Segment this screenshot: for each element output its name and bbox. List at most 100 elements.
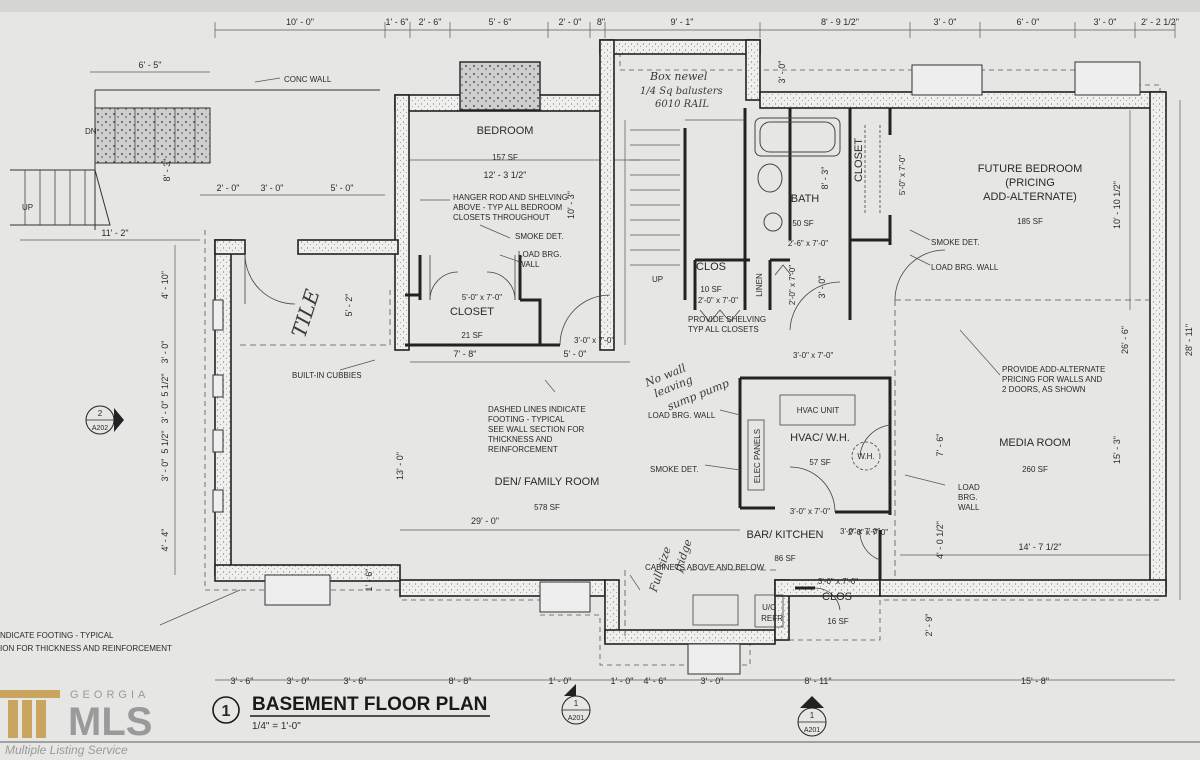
dim-stair-1: 11' - 2" — [101, 228, 128, 238]
note-load-4a: LOAD — [958, 483, 980, 492]
refrigerator — [754, 594, 784, 628]
note-door-bar: 3'-0" x 7'-0" — [840, 527, 880, 536]
note-load-3: LOAD BRG. WALL — [648, 411, 716, 420]
den-area: 578 SF — [534, 503, 560, 512]
dim-bottom-2: 3' - 6" — [344, 676, 367, 686]
bedroom-width: 12' - 3 1/2" — [484, 170, 527, 180]
dim-bottom-3: 8' - 8" — [449, 676, 472, 686]
hvac-equipment — [692, 394, 881, 628]
dim-top-9: 6' - 0" — [1017, 17, 1040, 27]
closet-area: 21 SF — [461, 331, 482, 340]
dim-top-2: 2' - 6" — [419, 17, 442, 27]
note-hanger-3: CLOSETS THROUGHOUT — [453, 213, 550, 222]
note-door-den: 3'-0" x 7'-0" — [574, 336, 614, 345]
note-load-4c: WALL — [958, 503, 980, 512]
note-dashed-4: THICKNESS AND — [488, 435, 553, 444]
bathtub — [754, 117, 841, 157]
clos-small-door: 2'-0" x 7'-0" — [698, 296, 738, 305]
elec-panels-box — [747, 419, 765, 491]
bedroom-area: 157 SF — [492, 153, 518, 162]
note-addalt-2: PRICING FOR WALLS AND — [1002, 375, 1102, 384]
note-footing-2: ION FOR THICKNESS AND REINFORCEMENT — [0, 644, 172, 653]
future-bedroom-name-3: ADD-ALTERNATE) — [983, 191, 1077, 203]
note-hanger-2: ABOVE - TYP ALL BEDROOM — [453, 203, 563, 212]
hvac-unit-box — [779, 394, 856, 426]
section-tags: 2 A202 1 A201 1 A201 — [85, 405, 827, 737]
dim-left-0: 4' - 10" — [160, 271, 170, 299]
den-name: DEN/ FAMILY ROOM — [495, 476, 600, 488]
dim-top-6: 9' - 1" — [671, 17, 694, 27]
left-dimensions: 4' - 10" 3' - 0" 5 1/2" 3' - 0" 5 1/2" 3… — [160, 271, 170, 551]
dim-top-10: 3' - 0" — [1094, 17, 1117, 27]
media-name: MEDIA ROOM — [999, 437, 1071, 449]
note-hanger-1: HANGER ROD AND SHELVING — [453, 193, 568, 202]
alternate-walls — [240, 290, 1150, 640]
annotation-notes: CONC WALL HANGER ROD AND SHELVING ABOVE … — [0, 75, 1105, 653]
bath-name: BATH — [791, 193, 820, 205]
linen-door: 2'-0" x 7'-0" — [788, 265, 797, 305]
hvac-door: 3'-0" x 7'-0" — [790, 507, 830, 516]
room-labels: BEDROOM 157 SF 12' - 3 1/2" 10' - 3" CLO… — [395, 125, 1122, 626]
note-up-2: UP — [652, 275, 663, 284]
paper-top-edge — [0, 0, 1200, 12]
exterior-stair — [10, 89, 380, 230]
note-load-2: LOAD BRG. WALL — [931, 263, 999, 272]
note-dashed-5: REINFORCEMENT — [488, 445, 558, 454]
section-tag-a201-left-sheet: A201 — [568, 715, 584, 722]
section-tag-a202-num: 2 — [98, 409, 103, 418]
section-tag-a201-right: 1 A201 — [797, 696, 827, 737]
clos-bar-name: CLOS — [822, 591, 852, 603]
dim-misc-3: 1' - 6" — [364, 569, 374, 592]
dim-left-3: 3' - 0" — [160, 401, 170, 424]
top-dimensions: 10' - 0" 1' - 6" 2' - 6" 5' - 6" 2' - 0"… — [286, 17, 1179, 27]
clos-small-area: 10 SF — [700, 285, 721, 294]
note-dashed-1: DASHED LINES INDICATE — [488, 405, 586, 414]
bedroom-height: 10' - 3" — [566, 191, 576, 219]
linen-name: LINEN — [755, 273, 764, 297]
dim-bottom-1: 3' - 0" — [287, 676, 310, 686]
title-scale: 1/4" = 1'-0" — [252, 721, 301, 732]
hvac-name: HVAC/ W.H. — [790, 432, 850, 444]
interior-dimensions: 7' - 8" 5' - 0" 5' - 2" 1' - 6" 3' - 0" … — [344, 61, 1194, 637]
closet-vertical-name: CLOSET — [853, 138, 865, 182]
hvac-unit-label: HVAC UNIT — [797, 406, 840, 415]
dim-left-4: 5 1/2" — [160, 430, 170, 453]
title-block: 1 BASEMENT FLOOR PLAN 1/4" = 1'-0" — [212, 694, 490, 732]
section-tag-a201-left-num: 1 — [574, 699, 579, 708]
clos-small-name: CLOS — [696, 261, 726, 273]
title-number-circle — [212, 696, 240, 724]
dim-top-4: 2' - 0" — [559, 17, 582, 27]
dim-misc-4: 3' - 0" — [817, 276, 827, 299]
den-width: 29' - 0" — [471, 516, 499, 526]
toilet — [757, 163, 783, 193]
section-tag-a202: 2 A202 — [85, 405, 124, 435]
note-dn: DN — [85, 127, 97, 136]
bar-name: BAR/ KITCHEN — [746, 529, 823, 541]
dim-top-0: 10' - 0" — [286, 17, 314, 27]
dim-misc-0: 7' - 8" — [454, 349, 477, 359]
dim-stair-3: 2' - 0" — [217, 183, 240, 193]
dim-misc-2: 5' - 2" — [344, 294, 354, 317]
note-up-1: UP — [22, 203, 33, 212]
clos-bar-door: 3'-0" x 7'-0" — [818, 577, 858, 586]
interior-stair — [624, 119, 745, 345]
dim-misc-7: 26' - 6" — [1120, 326, 1130, 354]
title-name: BASEMENT FLOOR PLAN — [252, 694, 487, 715]
future-bedroom-area: 185 SF — [1017, 217, 1043, 226]
bath-area: 50 SF — [792, 219, 813, 228]
note-load-1a: LOAD BRG. — [518, 250, 562, 259]
wh-label: W.H. — [857, 452, 874, 461]
watermark-line-3: Multiple Listing Service — [5, 743, 128, 757]
water-heater — [851, 441, 881, 471]
future-bedroom-name-2: (PRICING — [1005, 177, 1055, 189]
dimension-lines — [20, 22, 1181, 681]
note-dashed-3: SEE WALL SECTION FOR — [488, 425, 585, 434]
fireplace-chimney — [459, 61, 541, 111]
footing-dashed-outline — [204, 49, 1161, 666]
den-height: 13' - 0" — [395, 452, 405, 480]
dim-misc-6: 4' - 0 1/2" — [935, 521, 945, 559]
dim-left-6: 4' - 4" — [160, 529, 170, 552]
note-footing-1: NDICATE FOOTING - TYPICAL — [0, 631, 114, 640]
note-builtin: BUILT-IN CUBBIES — [292, 371, 362, 380]
